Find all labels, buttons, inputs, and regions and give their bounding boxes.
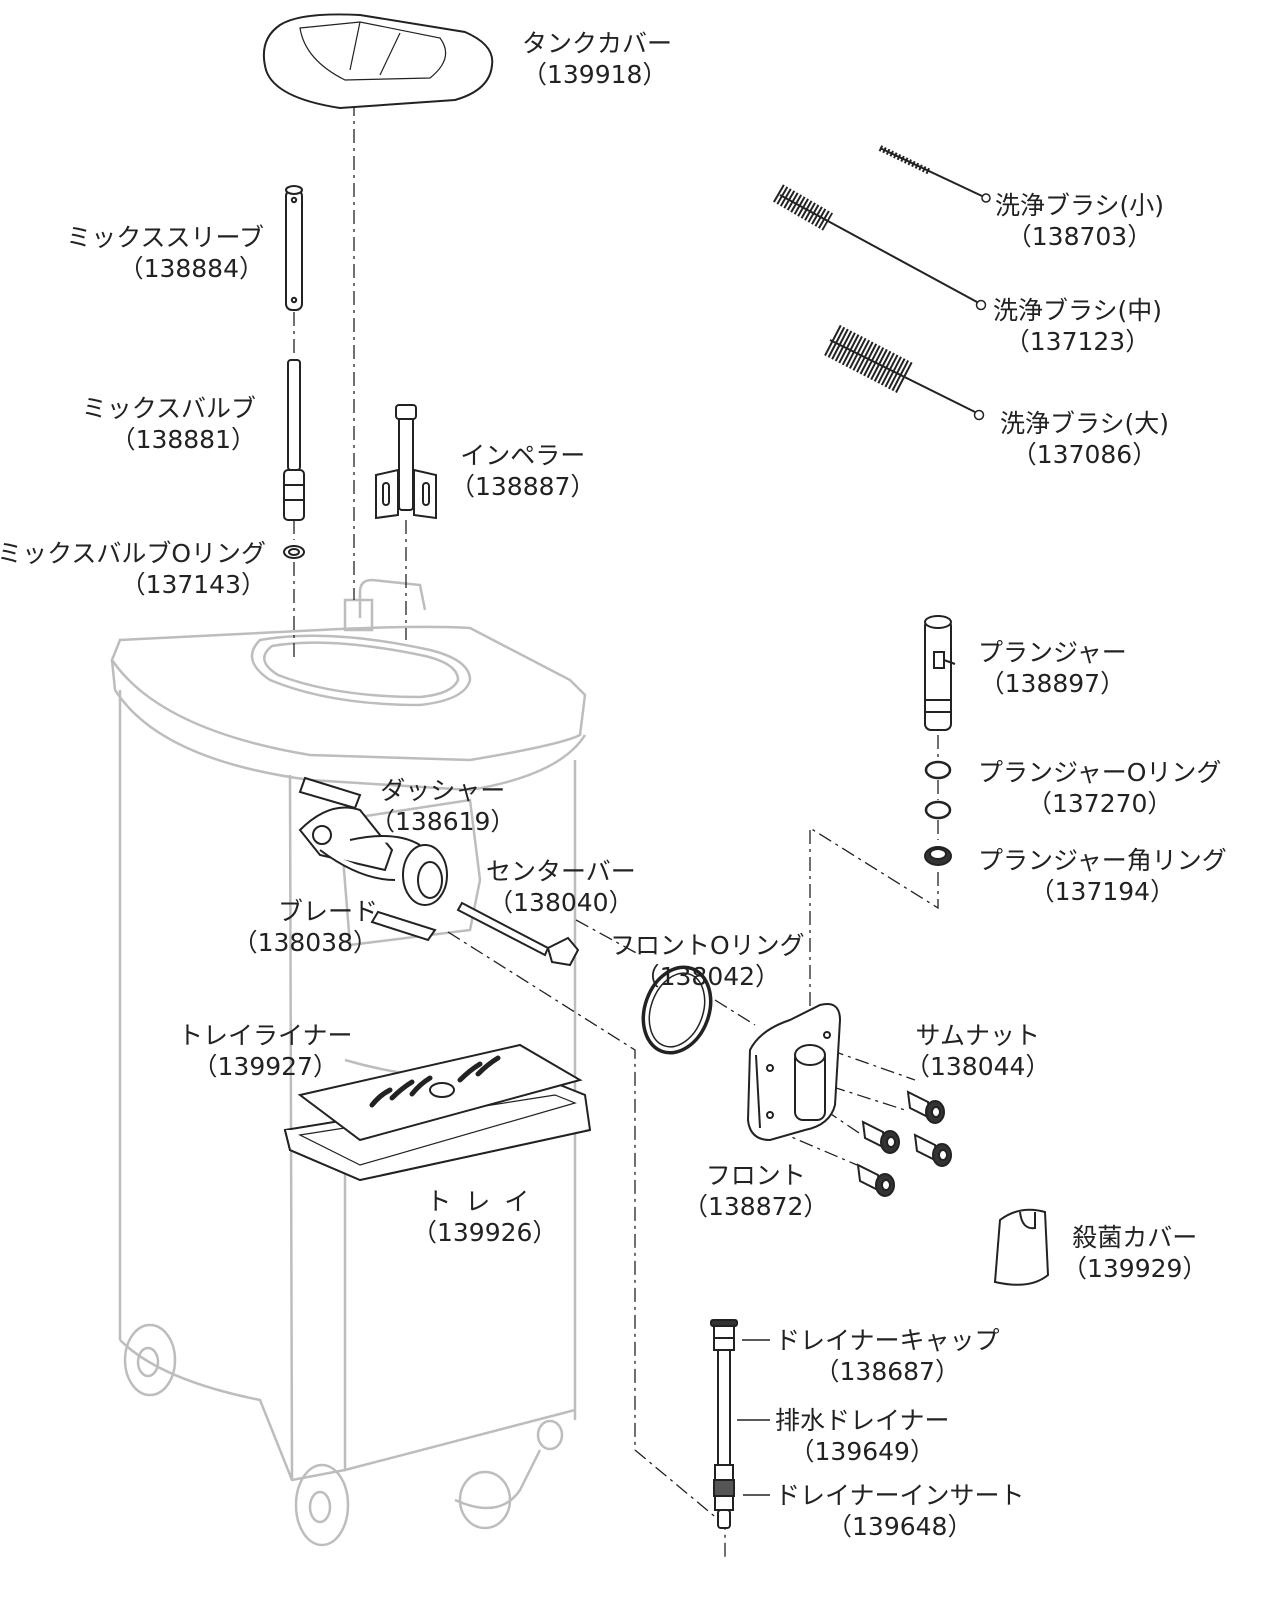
sanitize-cover-label: 殺菌カバー （139929） [1062, 1222, 1207, 1284]
drainer-insert-code: （139648） [827, 1512, 973, 1541]
plunger-square-ring-label: プランジャー角リング （137194） [978, 845, 1227, 907]
mix-sleeve-name: ミックススリーブ [66, 223, 264, 252]
front-oring-drawing [641, 965, 713, 1055]
drainer-insert-label: ドレイナーインサート （139648） [775, 1480, 1025, 1542]
plunger-oring-code: （137270） [1027, 789, 1173, 818]
impeller-code: （138887） [450, 472, 596, 501]
brush-medium-name: 洗浄ブラシ(中) [993, 296, 1163, 325]
dasher-label: ダッシャー （138619） [370, 775, 515, 837]
mix-valve-oring-name: ミックスバルブOリング [0, 539, 266, 568]
dasher-name: ダッシャー [380, 776, 506, 805]
drain-drainer-label: 排水ドレイナー （139649） [775, 1405, 950, 1467]
dasher-drawing [298, 776, 421, 881]
sanitize-cover-drawing [993, 1208, 1050, 1286]
plunger-oring-drawing [924, 760, 952, 820]
drainer-insert-name: ドレイナーインサート [775, 1481, 1025, 1510]
sanitize-cover-code: （139929） [1062, 1254, 1208, 1283]
blade-code: （138038） [232, 928, 378, 957]
tank-cover-label: タンクカバー （139918） [522, 28, 672, 90]
plunger-oring-label: プランジャーOリング （137270） [978, 757, 1221, 819]
mix-valve-code: （138881） [110, 425, 256, 454]
plunger-label: プランジャー （138897） [978, 637, 1127, 699]
brush-small-drawing [878, 145, 991, 203]
tray-liner-label: トレイライナー （139927） [178, 1020, 353, 1082]
mix-valve-oring-code: （137143） [120, 570, 266, 599]
plunger-square-ring-name: プランジャー角リング [978, 846, 1227, 875]
tray-liner-name: トレイライナー [178, 1021, 353, 1050]
drain-drainer-code: （139649） [789, 1437, 935, 1466]
thumb-nut-label: サムナット （138044） [905, 1020, 1050, 1082]
tray-code: （139926） [412, 1218, 558, 1247]
tray-label: トレイ （139926） [412, 1186, 557, 1248]
impeller-label: インペラー （138887） [450, 440, 595, 502]
mix-sleeve-label: ミックススリーブ （138884） [66, 222, 264, 284]
tray-name: トレイ [426, 1187, 544, 1216]
center-bar-label: センターバー （138040） [486, 856, 636, 918]
brush-medium-label: 洗浄ブラシ(中) （137123） [993, 295, 1162, 357]
mix-valve-drawing [283, 359, 305, 559]
plunger-square-ring-drawing [924, 846, 952, 866]
thumb-nut-code: （138044） [905, 1052, 1051, 1081]
front-code: （138872） [683, 1192, 829, 1221]
brush-small-code: （138703） [1006, 222, 1153, 251]
tank-cover-drawing [262, 13, 494, 110]
front-name: フロント [705, 1161, 806, 1190]
front-oring-label: フロントOリング （138042） [610, 930, 805, 992]
mix-valve-name: ミックスバルブ [81, 394, 256, 423]
brush-large-label: 洗浄ブラシ(大) （137086） [1000, 408, 1169, 470]
drain-drainer-name: 排水ドレイナー [775, 1406, 950, 1435]
mix-valve-oring-label: ミックスバルブOリング （137143） [0, 538, 266, 600]
center-bar-drawing [456, 901, 580, 967]
drainer-cap-label: ドレイナーキャップ （138687） [775, 1325, 1000, 1387]
center-bar-code: （138040） [488, 888, 634, 917]
drainer-drawing [710, 1319, 738, 1529]
brush-small-label: 洗浄ブラシ(小) （138703） [995, 190, 1164, 252]
plunger-name: プランジャー [978, 638, 1127, 667]
tray-liner-code: （139927） [192, 1052, 338, 1081]
plunger-drawing [924, 615, 956, 731]
impeller-drawing [375, 404, 437, 520]
dasher-code: （138619） [370, 807, 516, 836]
mix-valve-label: ミックスバルブ （138881） [82, 393, 256, 455]
brush-large-drawing [824, 324, 985, 421]
thumb-nut-drawing [856, 1090, 952, 1197]
sanitize-cover-name: 殺菌カバー [1072, 1223, 1198, 1252]
leader-lines [737, 1339, 770, 1496]
mix-sleeve-code: （138884） [118, 254, 264, 283]
plunger-oring-name: プランジャーOリング [978, 758, 1222, 787]
brush-large-name: 洗浄ブラシ(大) [1000, 409, 1170, 438]
drainer-cap-code: （138687） [814, 1357, 960, 1386]
plunger-square-ring-code: （137194） [1029, 877, 1176, 906]
front-oring-name: フロントOリング [610, 931, 805, 960]
blade-label: ブレード （138038） [233, 896, 378, 958]
mix-sleeve-drawing [285, 185, 303, 311]
thumb-nut-name: サムナット [915, 1021, 1040, 1050]
brush-small-name: 洗浄ブラシ(小) [995, 191, 1165, 220]
front-oring-code: （138042） [634, 962, 781, 991]
center-bar-name: センターバー [486, 857, 636, 886]
blade-name: ブレード [277, 897, 378, 926]
assembly-guide-lines [293, 102, 939, 1560]
front-label: フロント （138872） [683, 1160, 828, 1222]
plunger-code: （138897） [979, 669, 1126, 698]
drainer-cap-name: ドレイナーキャップ [775, 1326, 1000, 1355]
brush-medium-code: （137123） [1004, 327, 1151, 356]
tank-cover-name: タンクカバー [522, 29, 673, 58]
brush-large-code: （137086） [1011, 440, 1158, 469]
impeller-name: インペラー [460, 441, 586, 470]
tray-liner-drawing [297, 1043, 583, 1142]
brush-medium-drawing [772, 184, 987, 311]
tank-cover-code: （139918） [522, 60, 668, 89]
blade-drawing [370, 844, 448, 942]
front-drawing [746, 1003, 842, 1142]
